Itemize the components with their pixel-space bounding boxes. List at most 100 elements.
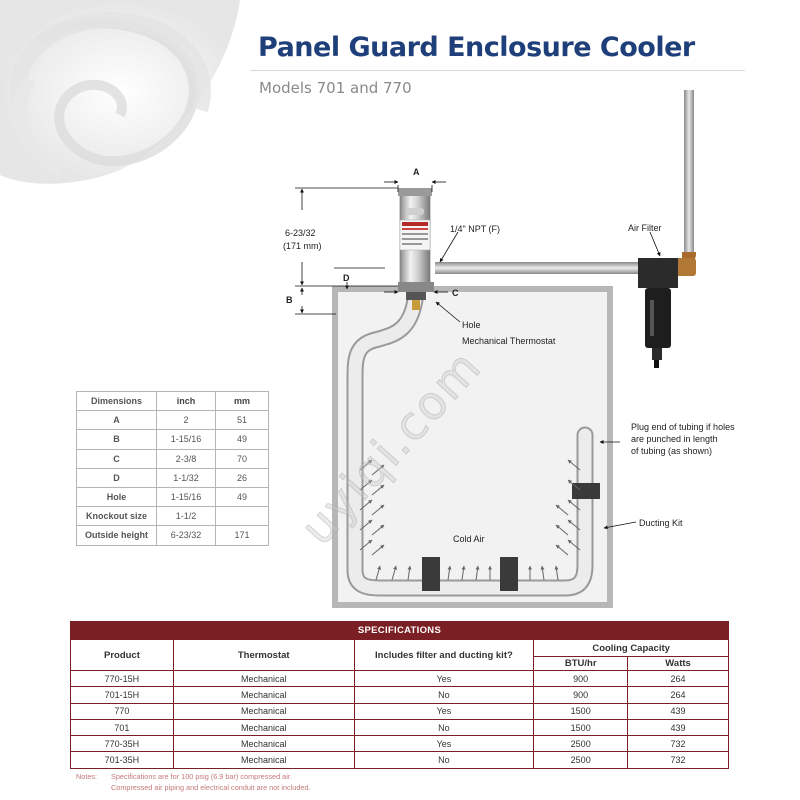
- table-cell: Yes: [353, 702, 535, 720]
- table-row: D 1-1/32 26: [76, 467, 269, 488]
- table-cell: 770: [70, 702, 174, 720]
- table-cell: 2-3/8: [156, 448, 216, 469]
- table-cell: 1-1/32: [156, 467, 216, 488]
- specs-banner: SPECIFICATIONS: [70, 621, 729, 640]
- table-cell: 49: [215, 429, 269, 450]
- table-cell: Hole: [76, 486, 157, 508]
- plug-note-line2: are punched in length: [631, 434, 718, 444]
- dimensions-table: Dimensions inch mm A 2 51 B 1-15/16 49 C…: [76, 390, 269, 546]
- height-label-mm: (171 mm): [283, 241, 322, 251]
- clamp: [572, 483, 600, 499]
- table-cell: 1500: [533, 702, 629, 720]
- clamp: [500, 557, 518, 591]
- table-cell: 439: [627, 702, 729, 720]
- table-header-row: BTU/hr Watts: [71, 656, 729, 671]
- hole-label: Hole: [462, 320, 481, 330]
- table-cell: 1500: [533, 718, 629, 737]
- table-cell: Mechanical: [172, 751, 355, 769]
- table-row: C 2-3/8 70: [76, 448, 269, 469]
- height-label: 6-23/32: [285, 228, 316, 238]
- table-cell: 1-1/2: [156, 506, 216, 527]
- table-cell: 264: [627, 669, 729, 688]
- table-cell: Yes: [353, 669, 535, 688]
- table-row: 770 Mechanical Yes 1500 439: [70, 702, 729, 720]
- table-row: Hole 1-15/16 49: [76, 486, 269, 508]
- table-cell: 701-35H: [70, 751, 174, 769]
- table-cell: 6-23/32: [156, 525, 216, 546]
- table-cell: 2500: [533, 735, 629, 753]
- cold-air-label: Cold Air: [453, 534, 485, 544]
- table-cell: Mechanical: [172, 669, 355, 688]
- table-cell: 171: [215, 525, 269, 546]
- table-cell: 732: [627, 751, 729, 769]
- table-cell: 2500: [533, 751, 629, 769]
- table-cell: No: [353, 751, 535, 769]
- cold-air-arrows: [359, 459, 581, 581]
- column-header: Includes filter and ducting kit?: [353, 639, 535, 671]
- table-header-row: Product Thermostat Includes filter and d…: [70, 639, 729, 671]
- table-header-row: Dimensions inch mm: [76, 390, 269, 412]
- column-header: inch: [156, 390, 216, 412]
- table-cell: 2: [156, 410, 216, 431]
- table-cell: Mechanical: [172, 735, 355, 753]
- table-cell: 900: [533, 669, 629, 688]
- table-row: 770-15H Mechanical Yes 900 264: [70, 669, 729, 688]
- note-line: Compressed air piping and electrical con…: [111, 783, 311, 792]
- table-row: Knockout size 1-1/2: [76, 506, 269, 527]
- table-cell: [215, 506, 269, 527]
- table-cell: Knockout size: [76, 506, 157, 527]
- column-header: Thermostat: [172, 639, 355, 671]
- table-cell: Mechanical: [172, 686, 355, 704]
- column-header: Cooling Capacity: [533, 639, 729, 657]
- table-cell: Outside height: [76, 525, 157, 546]
- table-row: B 1-15/16 49: [76, 429, 269, 450]
- table-cell: No: [353, 686, 535, 704]
- cooler-nut: [398, 282, 434, 292]
- swirl-decoration: [0, 0, 240, 184]
- table-cell: 1-15/16: [156, 429, 216, 450]
- table-cell: 51: [215, 410, 269, 431]
- table-row: 701-35H Mechanical No 2500 732: [70, 751, 729, 769]
- specifications-table: SPECIFICATIONS Product Thermostat Includ…: [70, 621, 729, 769]
- note-line: Specifications are for 100 psig (6.9 bar…: [111, 772, 292, 781]
- clamp: [422, 557, 440, 591]
- table-row: 770-35H Mechanical Yes 2500 732: [70, 735, 729, 753]
- column-header: Product: [70, 639, 174, 671]
- table-cell: B: [76, 429, 157, 450]
- specs-title: SPECIFICATIONS: [70, 621, 729, 640]
- plug-note-line3: of tubing (as shown): [631, 446, 712, 456]
- ducting-tube: [348, 293, 592, 595]
- column-header: Watts: [627, 656, 729, 671]
- air-pipe-horizontal: [435, 262, 645, 274]
- column-header: mm: [215, 390, 269, 412]
- mechanical-thermostat: [412, 300, 420, 310]
- table-cell: 439: [627, 718, 729, 737]
- table-cell: No: [353, 718, 535, 737]
- table-cell: 900: [533, 686, 629, 704]
- dim-label-a: A: [413, 167, 420, 177]
- npt-label: 1/4" NPT (F): [450, 224, 500, 234]
- table-cell: 770-15H: [70, 669, 174, 688]
- table-cell: 49: [215, 486, 269, 508]
- dimension-lines: [295, 180, 661, 530]
- table-cell: Yes: [353, 735, 535, 753]
- table-cell: 770-35H: [70, 735, 174, 753]
- air-filter-label: Air Filter: [628, 223, 662, 233]
- table-row: 701-15H Mechanical No 900 264: [70, 686, 729, 704]
- table-cell: 732: [627, 735, 729, 753]
- page-subtitle: Models 701 and 770: [259, 79, 412, 97]
- table-cell: Mechanical: [172, 702, 355, 720]
- page-title: Panel Guard Enclosure Cooler: [258, 32, 695, 63]
- table-cell: 701-15H: [70, 686, 174, 704]
- plug-note-line1: Plug end of tubing if holes: [631, 422, 735, 432]
- table-cell: D: [76, 467, 157, 488]
- air-filter-bowl: [645, 288, 671, 348]
- table-cell: 70: [215, 448, 269, 469]
- table-row: Outside height 6-23/32 171: [76, 525, 269, 546]
- dim-label-c: C: [452, 288, 459, 298]
- table-cell: Mechanical: [172, 718, 355, 737]
- notes-label: Notes:: [76, 772, 98, 781]
- table-row: A 2 51: [76, 410, 269, 431]
- thermostat-label: Mechanical Thermostat: [462, 336, 556, 346]
- air-pipe-vertical: [684, 90, 694, 260]
